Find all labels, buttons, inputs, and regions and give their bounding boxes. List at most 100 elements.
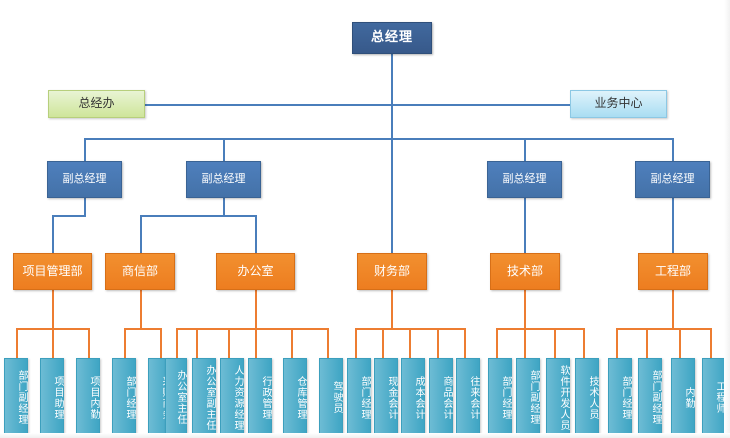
node-vice-manager-1-label: 副总经理 xyxy=(62,172,107,186)
connector-vice-drop-1 xyxy=(84,138,86,161)
connector-d3-drop-2 xyxy=(228,328,230,358)
node-leaf-d6-deputy-manager[interactable]: 部门副经理 xyxy=(638,358,662,434)
node-leaf-d5-software-developer[interactable]: 软件开发人员 xyxy=(546,358,570,434)
node-vice-manager-3-label: 副总经理 xyxy=(502,172,547,186)
node-leaf-d3-hr-manager[interactable]: 人力资源经理 xyxy=(220,358,244,434)
node-dept-office-label: 办公室 xyxy=(237,263,274,278)
node-leaf-d6-dept-manager[interactable]: 部门经理 xyxy=(608,358,632,434)
node-leaf-label: 技术人员 xyxy=(587,375,598,420)
node-leaf-label: 软件开发人员 xyxy=(558,364,569,431)
node-leaf-d4-dept-manager[interactable]: 部门经理 xyxy=(347,358,371,434)
connector-d6-drop-3 xyxy=(679,328,681,358)
node-dept-technology-label: 技术部 xyxy=(506,263,543,278)
node-leaf-d5-deputy-manager[interactable]: 部门副经理 xyxy=(516,358,540,434)
node-leaf-d3-office-director[interactable]: 办公室主任 xyxy=(165,358,187,434)
connector-vp1-stem xyxy=(84,198,86,215)
connector-vp2-bus xyxy=(140,215,257,217)
node-dept-engineering[interactable]: 工程部 xyxy=(638,253,708,290)
connector-d4-drop-4 xyxy=(437,328,439,358)
node-business-center-label: 业务中心 xyxy=(594,96,643,111)
connector-d5-drop-4 xyxy=(583,328,585,358)
connector-vp2-to-d3 xyxy=(255,215,257,253)
connector-trunk-to-d4 xyxy=(391,138,393,253)
connector-vice-drop-4 xyxy=(672,138,674,161)
node-leaf-d6-engineer[interactable]: 工程师 xyxy=(702,358,726,434)
connector-vice-drop-2 xyxy=(223,138,225,161)
connector-d3-drop-3 xyxy=(255,328,257,358)
node-general-manager-office[interactable]: 总经办 xyxy=(48,90,145,118)
node-dept-business-info-label: 商信部 xyxy=(121,263,158,278)
connector-d5-drop-2 xyxy=(524,328,526,358)
connector-d5-bus xyxy=(496,328,583,330)
connector-d6-drop-4 xyxy=(710,328,712,358)
node-leaf-label: 项目助理 xyxy=(52,375,63,420)
node-vice-manager-3[interactable]: 副总经理 xyxy=(487,161,562,198)
node-leaf-d3-office-deputy-director[interactable]: 办公室副主任 xyxy=(192,358,216,434)
connector-d6-stem xyxy=(672,290,674,328)
node-leaf-d3-driver[interactable]: 驾驶员 xyxy=(319,358,343,434)
node-leaf-label: 驾驶员 xyxy=(331,381,342,414)
node-leaf-label: 现金会计 xyxy=(386,375,397,420)
connector-vp2-stem xyxy=(223,198,225,215)
node-leaf-d1-project-clerk[interactable]: 项目内勤 xyxy=(76,358,100,434)
connector-d6-drop-2 xyxy=(646,328,648,358)
node-leaf-d4-current-accountant[interactable]: 往来会计 xyxy=(456,358,480,434)
node-business-center[interactable]: 业务中心 xyxy=(570,90,667,118)
node-dept-technology[interactable]: 技术部 xyxy=(490,253,560,290)
node-general-manager-office-label: 总经办 xyxy=(78,96,115,111)
node-vice-manager-4[interactable]: 副总经理 xyxy=(635,161,710,198)
node-leaf-d6-clerk[interactable]: 内勤 xyxy=(671,358,695,434)
connector-d4-drop-5 xyxy=(464,328,466,358)
node-leaf-d3-administration[interactable]: 行政管理 xyxy=(248,358,272,434)
node-leaf-label: 行政管理 xyxy=(260,375,271,420)
connector-d1-drop-3 xyxy=(88,328,90,358)
node-dept-project-management[interactable]: 项目管理部 xyxy=(13,253,92,290)
connector-d6-drop-1 xyxy=(616,328,618,358)
connector-d5-stem xyxy=(524,290,526,328)
connector-d1-drop-1 xyxy=(16,328,18,358)
node-vice-manager-2-label: 副总经理 xyxy=(201,172,246,186)
page-edge-right xyxy=(724,0,730,438)
connector-vice-drop-3 xyxy=(524,138,526,161)
connector-d3-drop-1 xyxy=(196,328,198,358)
node-leaf-d3-warehouse[interactable]: 仓库管理 xyxy=(283,358,307,434)
node-leaf-d1-deputy-manager[interactable]: 部门副经理 xyxy=(4,358,28,434)
node-leaf-d2-dept-manager[interactable]: 部门经理 xyxy=(112,358,136,434)
node-leaf-d4-cost-accountant[interactable]: 成本会计 xyxy=(401,358,425,434)
connector-d3-bus-left-ext xyxy=(176,328,198,330)
node-leaf-label: 内勤 xyxy=(683,386,694,409)
connector-d1-stem xyxy=(52,290,54,328)
node-dept-business-info[interactable]: 商信部 xyxy=(105,253,175,290)
connector-vp3-to-d5 xyxy=(524,198,526,253)
connector-d3-bus xyxy=(196,328,327,330)
connector-d2-bus xyxy=(124,328,162,330)
node-leaf-d1-project-assistant[interactable]: 项目助理 xyxy=(40,358,64,434)
node-leaf-label: 部门经理 xyxy=(620,375,631,420)
connector-d5-drop-1 xyxy=(496,328,498,358)
connector-vp1-elbow xyxy=(52,215,86,217)
connector-d2-drop-2 xyxy=(160,328,162,358)
connector-d4-drop-2 xyxy=(382,328,384,358)
node-leaf-d5-technician[interactable]: 技术人员 xyxy=(575,358,599,434)
node-leaf-d4-cash-accountant[interactable]: 现金会计 xyxy=(374,358,398,434)
node-leaf-label: 部门经理 xyxy=(359,375,370,420)
node-leaf-d5-dept-manager[interactable]: 部门经理 xyxy=(488,358,512,434)
node-vice-manager-2[interactable]: 副总经理 xyxy=(186,161,261,198)
connector-d3-drop-0 xyxy=(176,328,178,358)
connector-vp2-to-d2 xyxy=(140,215,142,253)
connector-d3-drop-5 xyxy=(327,328,329,358)
node-dept-office[interactable]: 办公室 xyxy=(216,253,295,290)
node-vice-manager-1[interactable]: 副总经理 xyxy=(47,161,122,198)
connector-top-trunk xyxy=(391,54,393,138)
node-dept-finance[interactable]: 财务部 xyxy=(357,253,427,290)
connector-d2-drop-1 xyxy=(124,328,126,358)
node-leaf-label: 人力资源经理 xyxy=(232,364,243,431)
node-leaf-d4-merchandise-accountant[interactable]: 商品会计 xyxy=(429,358,453,434)
node-leaf-label: 项目内勤 xyxy=(88,375,99,420)
connector-d3-drop-4 xyxy=(291,328,293,358)
connector-d4-drop-1 xyxy=(355,328,357,358)
node-leaf-label: 部门经理 xyxy=(500,375,511,420)
node-general-manager[interactable]: 总经理 xyxy=(352,22,432,54)
node-leaf-label: 办公室副主任 xyxy=(204,364,215,431)
